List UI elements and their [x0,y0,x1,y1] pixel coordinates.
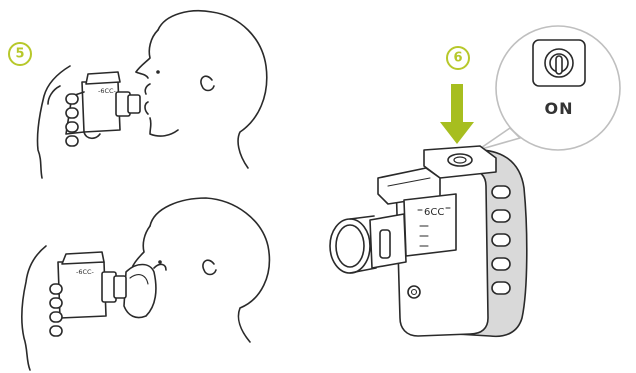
hand-2 [22,246,46,370]
child-with-mask: -6CC- [22,198,270,370]
device-power-button [448,154,472,166]
power-button-icon [545,49,573,77]
child-with-mouthpiece: -6CC- [37,11,266,178]
child-ear [201,76,214,90]
nebulizer-device-large: 6CC [330,146,527,336]
power-on-label: ON [545,99,574,118]
child-head-2 [150,198,269,342]
capacity-label-large: 6CC [424,207,444,218]
face-mask [124,265,156,318]
child-eye [156,70,160,74]
press-down-arrow-icon [440,84,474,144]
step-5-number: 5 [15,47,24,62]
capacity-label-small-2: -6CC- [76,268,95,276]
capacity-label-small-1: -6CC- [98,87,117,95]
step-6-number: 6 [453,51,462,66]
hand-1 [37,66,70,178]
child-ear-2 [203,260,216,274]
medicine-cup [404,194,456,256]
indicator-light [408,286,420,298]
power-callout: ON [478,26,620,150]
step-5-badge: 5 [9,43,31,65]
step-6-badge: 6 [447,47,469,69]
